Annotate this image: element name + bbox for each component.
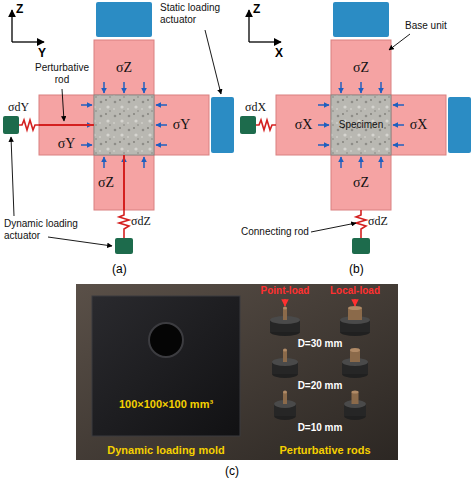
stress-label-block: σX bbox=[276, 95, 331, 155]
callout-label: Dynamic loading actuator bbox=[4, 218, 88, 242]
node-text: σZ bbox=[116, 60, 132, 76]
node-text: σZ bbox=[353, 175, 369, 191]
photo-arrows bbox=[285, 299, 355, 306]
base-unit bbox=[94, 155, 154, 210]
node-text: σX bbox=[410, 117, 428, 133]
stress-label-block: σY bbox=[39, 95, 94, 155]
spring-rod bbox=[119, 210, 129, 238]
specimen-box: Specimen bbox=[331, 95, 391, 155]
dynamic-actuator bbox=[3, 116, 19, 134]
loading-frame bbox=[3, 2, 234, 254]
photo-label: Local-load bbox=[325, 285, 385, 297]
axis-arrow bbox=[12, 41, 44, 42]
node-text: Specimen bbox=[339, 117, 383, 133]
spring-rod bbox=[19, 120, 39, 130]
leader-lines bbox=[11, 30, 410, 246]
axis-label: Z bbox=[253, 2, 260, 16]
stress-label-block: σZ bbox=[94, 155, 154, 210]
callout-label: Perturbative rod bbox=[30, 62, 94, 86]
mold bbox=[92, 296, 240, 436]
dimension-label: D=10 mm bbox=[290, 422, 350, 434]
axis-arrow bbox=[11, 10, 12, 42]
node-text: σY bbox=[58, 136, 76, 152]
dimension-label: 100×100×100 mm³ bbox=[92, 398, 240, 410]
base-unit bbox=[39, 95, 94, 155]
panel-label: (a) bbox=[112, 262, 127, 276]
loading-frame bbox=[240, 2, 471, 254]
dimension-label: D=20 mm bbox=[290, 380, 350, 392]
signal-label: σdZ bbox=[131, 214, 151, 228]
photo-label: Point-load bbox=[255, 285, 315, 297]
stress-label-block: σZ bbox=[94, 40, 154, 95]
axis-label: Z bbox=[16, 2, 23, 16]
node-text: σX bbox=[295, 117, 313, 133]
dynamic-actuator bbox=[115, 238, 133, 254]
signal-label: σdY bbox=[8, 100, 29, 114]
axis-label: X bbox=[275, 46, 283, 60]
panel-label: (b) bbox=[349, 262, 364, 276]
stress-label-block: σZ bbox=[331, 40, 391, 95]
photo-label: Dynamic loading mold bbox=[82, 444, 250, 456]
panel-label: (c) bbox=[225, 464, 239, 478]
stress-label-block: σY bbox=[154, 95, 209, 155]
node-text: σZ bbox=[353, 60, 369, 76]
static-actuator bbox=[211, 97, 234, 153]
signal-label: σdX bbox=[245, 100, 266, 114]
base-unit bbox=[154, 95, 209, 155]
mold-hole bbox=[149, 323, 183, 357]
callout-label: Connecting rod bbox=[241, 226, 309, 238]
specimen bbox=[94, 95, 154, 155]
stress-label-block: σX bbox=[391, 95, 446, 155]
photo bbox=[76, 284, 398, 460]
rods bbox=[270, 306, 370, 420]
perturbative-rod-lines bbox=[39, 125, 124, 210]
axis-label: Y bbox=[38, 46, 46, 60]
node-text: σY bbox=[173, 117, 191, 133]
callout-label: Static loading actuator bbox=[160, 2, 234, 26]
base-unit bbox=[94, 40, 154, 95]
stress-label-block: σZ bbox=[331, 155, 391, 210]
signal-label: σdZ bbox=[368, 214, 388, 228]
node-text: σZ bbox=[98, 175, 114, 191]
photo-label: Perturbative rods bbox=[262, 444, 388, 456]
dimension-label: D=30 mm bbox=[290, 338, 350, 350]
static-actuator bbox=[96, 2, 152, 37]
callout-label: Base unit bbox=[405, 20, 447, 32]
